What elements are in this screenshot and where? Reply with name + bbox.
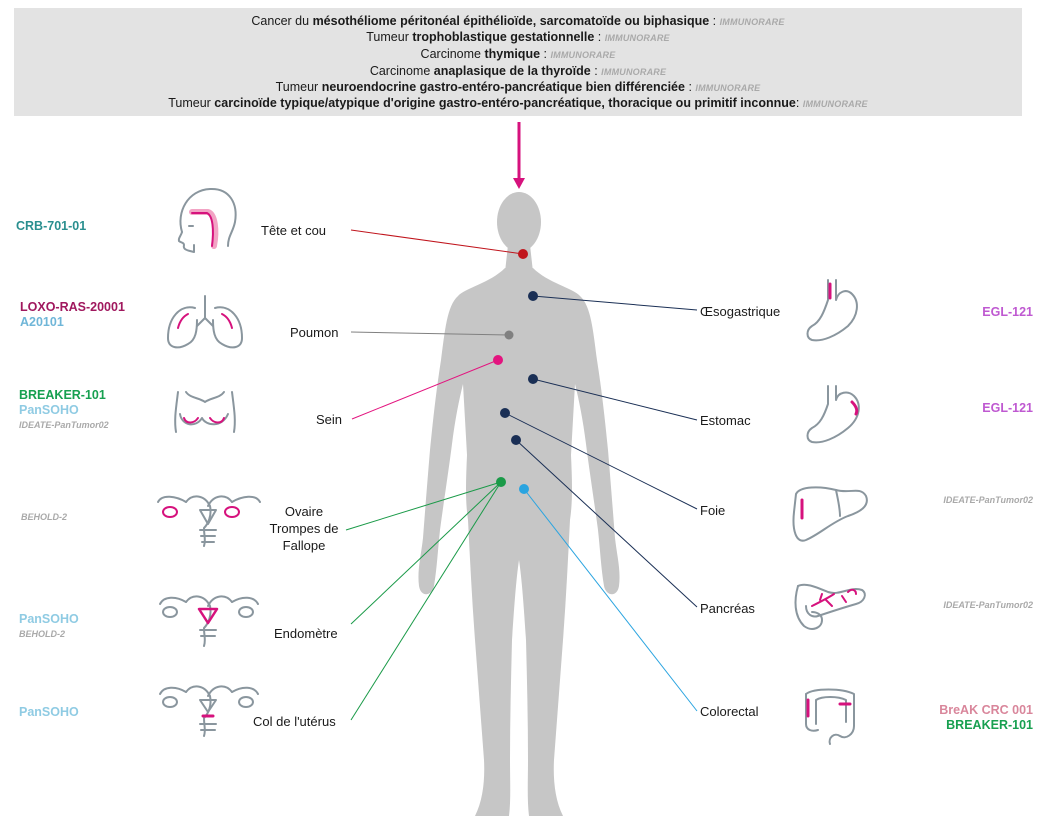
header-line-part: Carcinome bbox=[420, 47, 485, 61]
trial-oesogastric-0: EGL-121 bbox=[982, 305, 1033, 319]
header-line-part: : bbox=[684, 80, 696, 94]
body-silhouette bbox=[418, 192, 620, 816]
liver-icon bbox=[792, 486, 868, 542]
header-line-part: : bbox=[795, 96, 803, 110]
trial-colorectal-1: BREAKER-101 bbox=[946, 718, 1033, 732]
cervix-icon bbox=[159, 685, 259, 737]
dot-gyneco bbox=[496, 477, 506, 487]
header-line: Tumeur carcinoïde typique/atypique d'ori… bbox=[14, 95, 1022, 112]
label-breast: Sein bbox=[316, 412, 343, 427]
trial-lung-1: A20101 bbox=[20, 315, 64, 329]
header-line-part: Tumeur bbox=[168, 96, 215, 110]
dot-lung bbox=[504, 330, 514, 340]
connector-lines bbox=[345, 229, 698, 721]
trial-stomach-0: EGL-121 bbox=[982, 401, 1033, 415]
header-line-part: Carcinome bbox=[369, 64, 434, 78]
header-line-part: Tumeur bbox=[366, 30, 413, 44]
study-tag: IMMUNORARE bbox=[550, 50, 616, 60]
header-line-bold-part: thymique bbox=[484, 47, 541, 61]
label-pancreas: Pancréas bbox=[700, 601, 755, 616]
header-line-part: Tumeur bbox=[275, 80, 322, 94]
dot-stomach bbox=[528, 374, 538, 384]
label-cervix: Col de l'utérus bbox=[253, 714, 336, 729]
header-line-bold-part: neuroendocrine gastro-entéro-pancréatiqu… bbox=[321, 80, 685, 94]
trial-breast-1: PanSOHO bbox=[19, 403, 79, 417]
label-ovary-tubes: Ovaire Trompes de Fallope bbox=[269, 504, 339, 553]
header-line-bold-part: trophoblastique gestationnelle bbox=[412, 30, 595, 44]
label-liver: Foie bbox=[700, 503, 726, 518]
pancreas-icon bbox=[794, 583, 866, 630]
header-line: Cancer du mésothéliome péritonéal épithé… bbox=[14, 13, 1022, 30]
header-line: Carcinome anaplasique de la thyroïde : I… bbox=[14, 63, 1022, 80]
header-line-part: : bbox=[709, 14, 720, 28]
trial-lung-0: LOXO-RAS-20001 bbox=[20, 300, 125, 314]
trial-endometrium-1: BEHOLD-2 bbox=[19, 629, 66, 639]
label-stomach: Estomac bbox=[700, 413, 751, 428]
study-tag: IMMUNORARE bbox=[604, 33, 670, 43]
header-line-bold-part: anaplasique de la thyroïde bbox=[433, 64, 591, 78]
ovary-icon bbox=[157, 495, 261, 547]
label-head-neck: Tête et cou bbox=[261, 223, 327, 238]
trial-ovary-0: BEHOLD-2 bbox=[21, 512, 68, 522]
header-line: Tumeur neuroendocrine gastro-entéro-panc… bbox=[14, 79, 1022, 96]
study-tag: IMMUNORARE bbox=[802, 99, 868, 109]
esophagus-stomach-icon bbox=[806, 279, 858, 342]
trial-pancreas-0: IDEATE-PanTumor02 bbox=[943, 600, 1033, 610]
trial-endometrium-0: PanSOHO bbox=[19, 612, 79, 626]
dot-oesogastric bbox=[528, 291, 538, 301]
stomach-icon bbox=[806, 385, 860, 444]
study-tag: IMMUNORARE bbox=[601, 67, 667, 77]
dot-head-neck bbox=[518, 249, 528, 259]
dot-pancreas bbox=[511, 435, 521, 445]
lungs-icon bbox=[167, 295, 243, 349]
header-line-part: : bbox=[594, 30, 605, 44]
endometrium-icon bbox=[159, 595, 259, 647]
trial-head-neck-0: CRB-701-01 bbox=[16, 219, 87, 233]
trial-cervix-0: PanSOHO bbox=[19, 705, 79, 719]
rare-cancers-banner: Cancer du mésothéliome péritonéal épithé… bbox=[14, 8, 1022, 116]
label-endometrium: Endomètre bbox=[274, 626, 338, 641]
header-line-part: : bbox=[590, 64, 602, 78]
header-line-bold-part: carcinoïde typique/atypique d'origine ga… bbox=[214, 96, 796, 110]
header-line: Carcinome thymique : IMMUNORARE bbox=[14, 46, 1022, 63]
breast-icon bbox=[174, 391, 236, 433]
dot-liver bbox=[500, 408, 510, 418]
header-line: Tumeur trophoblastique gestationnelle : … bbox=[14, 29, 1022, 46]
pointer-arrow bbox=[513, 122, 525, 189]
head-neck-icon bbox=[177, 187, 237, 253]
trial-colorectal-0: BreAK CRC 001 bbox=[939, 703, 1033, 717]
label-lung: Poumon bbox=[290, 325, 339, 340]
header-line-part: Cancer du bbox=[251, 14, 313, 28]
label-oesogastric: Œsogastrique bbox=[700, 304, 781, 319]
header-line-bold-part: mésothéliome péritonéal épithélioïde, sa… bbox=[312, 14, 710, 28]
trial-liver-0: IDEATE-PanTumor02 bbox=[943, 495, 1033, 505]
study-tag: IMMUNORARE bbox=[695, 83, 761, 93]
study-tag: IMMUNORARE bbox=[719, 17, 785, 27]
organ-dots bbox=[493, 249, 538, 494]
trial-breast-0: BREAKER-101 bbox=[19, 388, 106, 402]
header-line-part: : bbox=[540, 47, 551, 61]
colon-icon bbox=[805, 688, 855, 745]
dot-breast bbox=[493, 355, 503, 365]
trial-breast-2: IDEATE-PanTumor02 bbox=[19, 420, 109, 430]
label-colorectal: Colorectal bbox=[700, 704, 759, 719]
dot-colorectal bbox=[519, 484, 529, 494]
